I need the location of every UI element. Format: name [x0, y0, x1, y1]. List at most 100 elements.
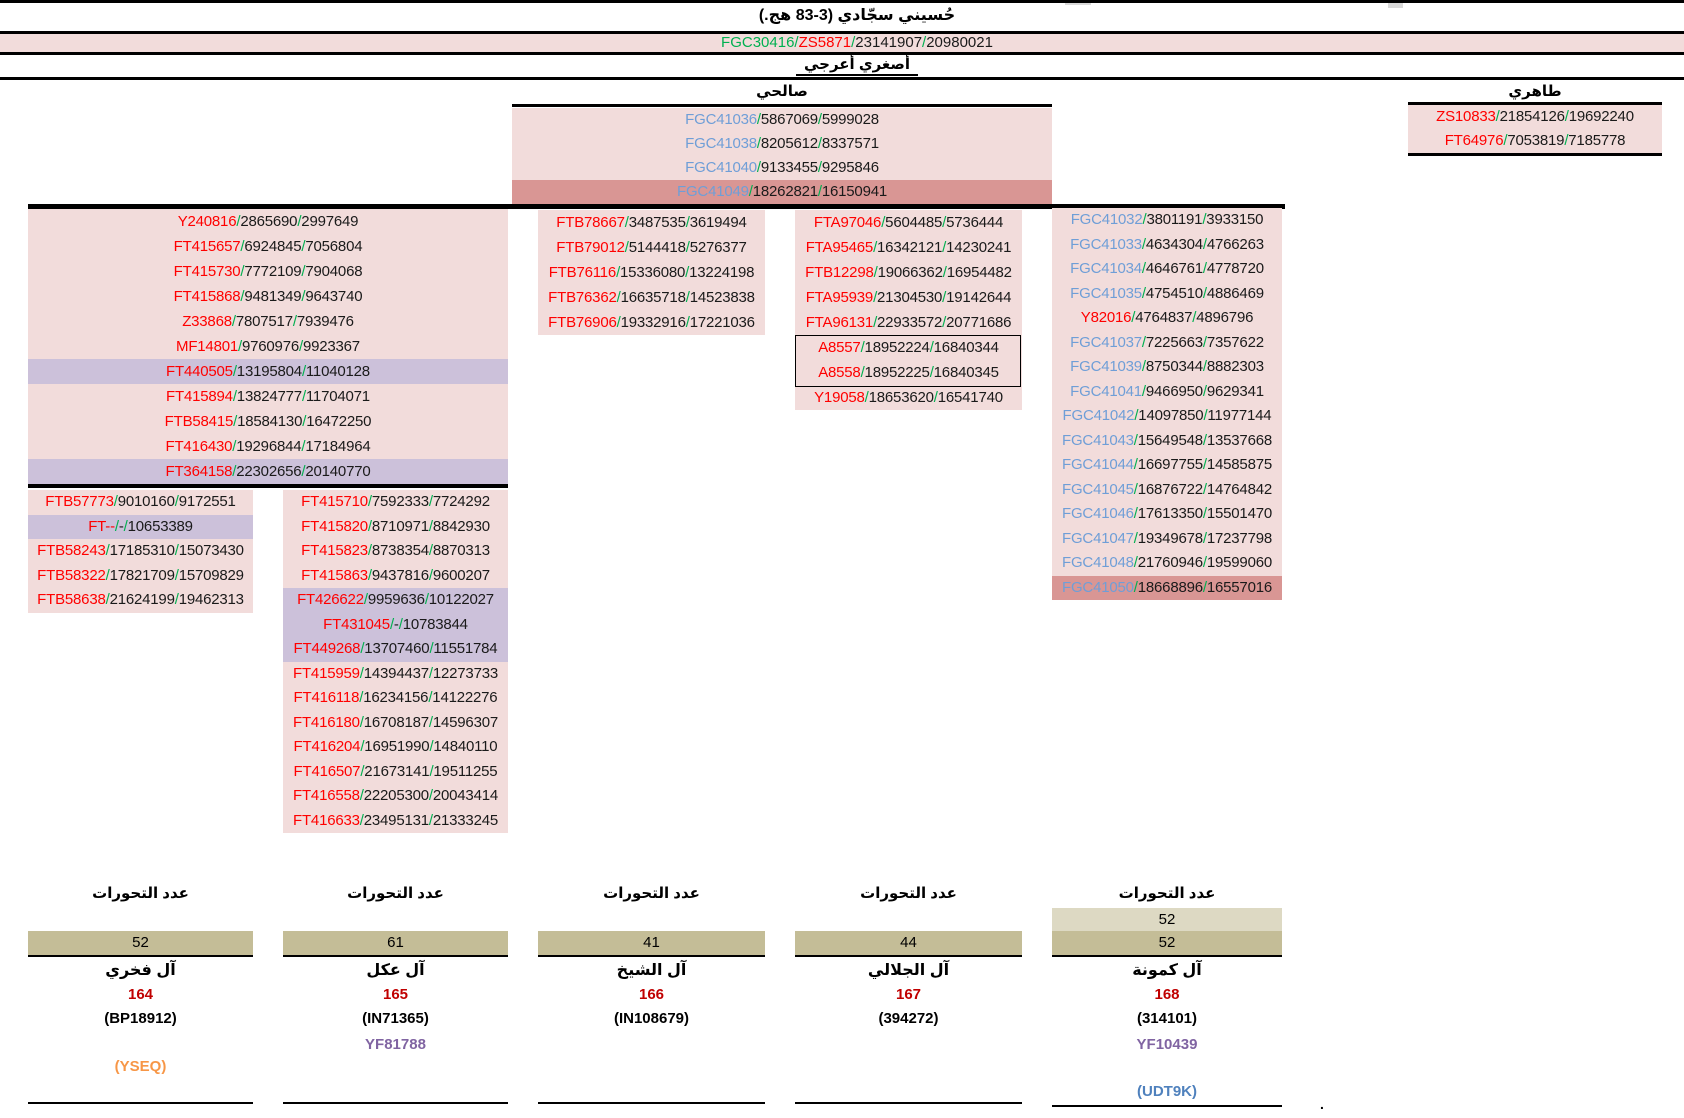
position-2: 11551784	[433, 640, 498, 657]
position-1: 16697755	[1137, 456, 1203, 473]
snp-name: FGC41037	[1070, 333, 1142, 351]
slash-separator: /	[429, 640, 434, 657]
subtitle: أصغري أعرجي	[30, 55, 1684, 76]
position-2: 17221036	[689, 314, 755, 331]
clan-name: آل كمونة	[1132, 962, 1202, 979]
slash-separator: /	[1202, 578, 1207, 596]
clan-name: آل الشيخ	[616, 962, 687, 979]
position-2: 19692240	[1568, 108, 1634, 125]
slash-separator: /	[1202, 480, 1207, 498]
snp-name: FT416118	[293, 689, 360, 706]
position-1: 21304530	[877, 289, 943, 306]
slash-separator: /	[360, 762, 365, 780]
position-1: 21854126	[1499, 108, 1565, 125]
position-2: 5736444	[946, 214, 1004, 231]
snp-name: FGC41043	[1062, 431, 1134, 449]
position-1: 3487535	[628, 214, 686, 231]
position-1: 17613350	[1137, 505, 1203, 522]
slash-separator: /	[301, 362, 306, 380]
slash-separator: /	[817, 159, 822, 176]
slash-separator: /	[360, 640, 365, 657]
position-2: 12273733	[432, 664, 498, 682]
slash-separator: /	[428, 542, 433, 559]
snp-name: Y240816	[177, 212, 237, 230]
position-2: 16840344	[933, 339, 999, 356]
position-1: 19066362	[877, 264, 943, 281]
slash-separator: /	[359, 811, 364, 829]
snp-row: FT415894/13824777/11704071	[28, 384, 508, 409]
slash-separator: /	[236, 212, 241, 230]
slash-separator: /	[238, 337, 242, 355]
position-2: 14585875	[1206, 456, 1272, 473]
position-1: 16234156	[363, 689, 429, 706]
snp-name: FTB58322	[37, 566, 106, 584]
snp-name: FT415823	[301, 542, 368, 559]
divider	[512, 104, 1052, 107]
position-1: 19296844	[236, 437, 302, 455]
clan-name: آل الجلالي	[867, 962, 950, 979]
snp-row: FTB58415/18584130/16472250	[28, 409, 508, 434]
slash-separator: /	[1202, 235, 1207, 253]
snp-name: FGC41041	[1070, 382, 1142, 400]
slash-separator: /	[232, 437, 237, 455]
slash-separator: /	[616, 264, 621, 281]
slash-separator: /	[1133, 505, 1138, 522]
mutation-count-value: 44	[795, 931, 1022, 957]
clan-underline	[1052, 1105, 1282, 1107]
position-1: 9959636	[367, 591, 425, 608]
snp-name: FT416204	[293, 738, 361, 755]
slash-separator: /	[1134, 407, 1139, 424]
slash-separator: /	[113, 493, 118, 510]
position-2: 21333245	[432, 811, 498, 829]
clan-number: 167	[895, 986, 922, 1003]
snp-name: FT416507	[293, 762, 361, 780]
position-1: 18952224	[864, 339, 930, 356]
position-2: 2997649	[301, 212, 359, 230]
mutation-count-value: 41	[538, 931, 765, 957]
position-1: 18584130	[237, 412, 303, 430]
slash-separator: /	[942, 289, 947, 306]
position-2: 4886469	[1206, 284, 1264, 302]
mutation-count-label: عدد التحورات	[860, 885, 957, 902]
slash-separator: /	[301, 462, 306, 480]
position-2: 5999028	[821, 111, 879, 128]
clan-column-sheikh: عدد التحورات 41 آل الشيخ 166 (IN108679)	[538, 880, 765, 1112]
snp-name: FT415657	[173, 237, 241, 255]
position-2: 9923367	[302, 337, 360, 355]
clan-number: 164	[127, 986, 154, 1003]
snp-row: A8557/18952224/16840344	[795, 335, 1022, 360]
divider	[0, 52, 1684, 55]
position-1: 18653620	[868, 389, 934, 406]
slash-separator: /	[1202, 382, 1207, 400]
clan-number: 166	[638, 986, 665, 1003]
snp-row: FTB76362/16635718/14523838	[538, 285, 765, 310]
position-1: 15336080	[620, 264, 686, 281]
clan-column-kamouna: عدد التحورات 52 52 آل كمونة 168 (314101)…	[1052, 880, 1282, 1112]
snp-row: FTB79012/5144418/5276377	[538, 235, 765, 260]
position-2: 13224198	[689, 264, 755, 281]
position-2: 9295846	[821, 159, 879, 176]
snp-row: FT426622/9959636/10122027	[283, 588, 508, 613]
snp-row: FT416118/16234156/14122276	[283, 686, 508, 711]
slash-separator: /	[123, 517, 128, 535]
position-1: 16635718	[620, 289, 686, 306]
snp-row: FT--/-/10653389	[28, 514, 253, 539]
slash-separator: /	[685, 314, 690, 331]
yfull-id: YF81788	[365, 1036, 426, 1053]
slash-separator: /	[942, 314, 947, 331]
position-2: 8842930	[432, 517, 490, 535]
position-2: 15709829	[178, 566, 244, 584]
snp-row: FGC41050/18668896/16557016	[1052, 575, 1282, 600]
slash-separator: /	[1141, 260, 1146, 277]
position-2: 16472250	[306, 412, 372, 430]
snp-name: FTB78667	[556, 214, 625, 231]
snp-row: FT415863/9437816/9600207	[283, 564, 508, 589]
slash-separator: /	[1564, 108, 1569, 125]
position-2: 14596307	[432, 713, 498, 731]
slash-separator: /	[1133, 529, 1138, 547]
position-2: 20140770	[305, 462, 371, 480]
position-2: 19599060	[1206, 554, 1272, 571]
slash-separator: /	[1503, 132, 1508, 149]
position-1: 22302656	[236, 462, 302, 480]
